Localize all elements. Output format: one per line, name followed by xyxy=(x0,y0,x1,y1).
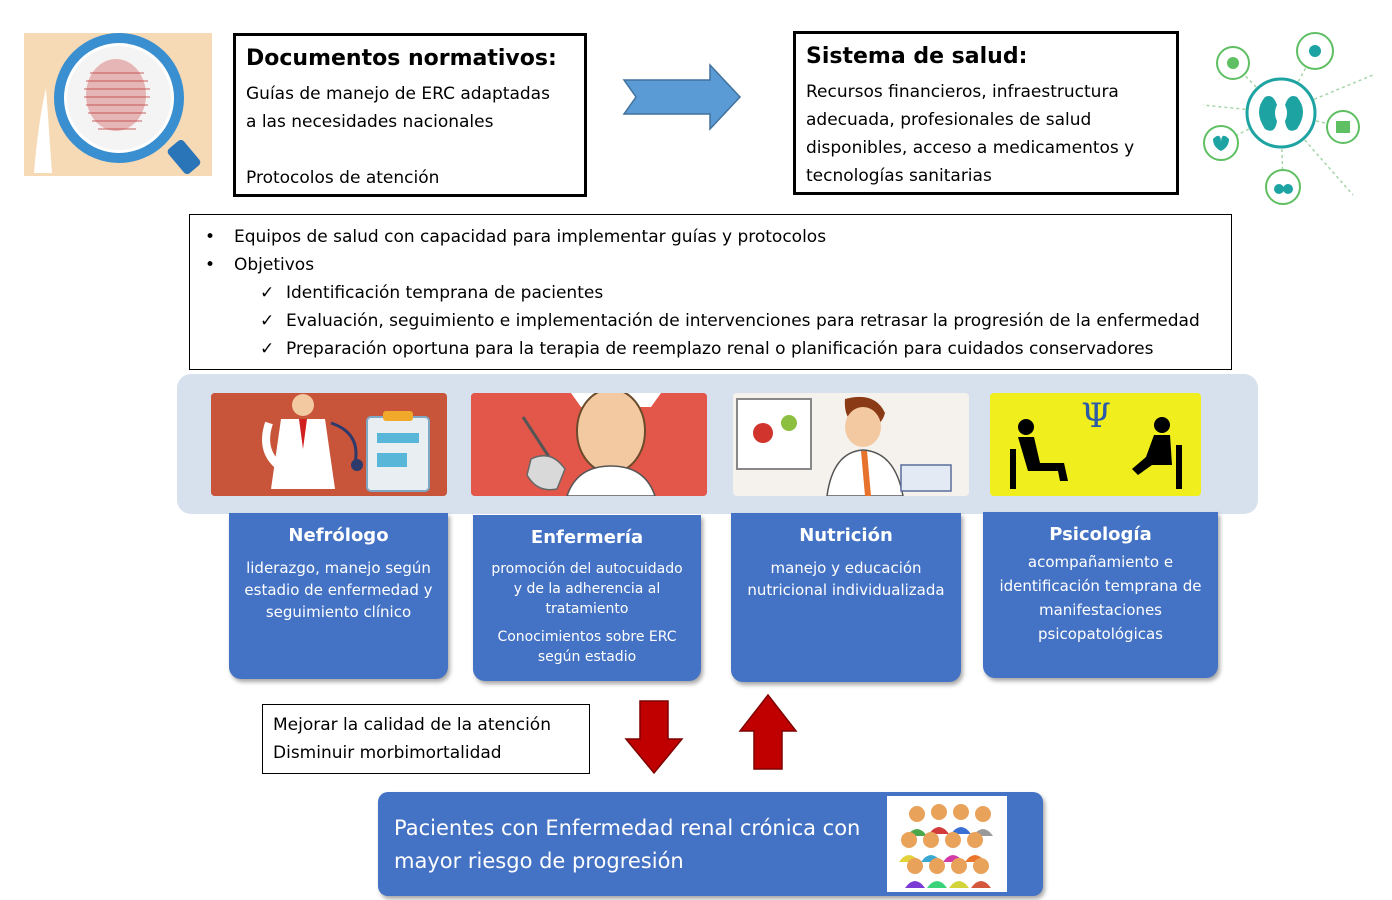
down-arrow-icon xyxy=(624,699,684,775)
bullet-icon: • xyxy=(204,255,216,275)
nutrition-title: Nutrición xyxy=(799,525,893,546)
nephrologist-illustration xyxy=(211,393,447,496)
nutrition-description: manejo y educación nutricional individua… xyxy=(747,559,945,599)
objectives-check-text: Identificación temprana de pacientes xyxy=(286,283,604,303)
quality-outcome-line: Disminuir morbimortalidad xyxy=(273,743,502,763)
objectives-check-text: Evaluación, seguimiento e implementación… xyxy=(286,311,1200,331)
people-group-icon xyxy=(887,796,1007,892)
kidney-network-icon xyxy=(1202,32,1374,205)
health-system-line: adecuada, profesionales de salud xyxy=(806,110,1092,130)
psychology-session-icon: Ψ xyxy=(990,393,1201,496)
checkmark-icon: ✓ xyxy=(260,339,275,359)
nursing-description-extra: Conocimientos sobre ERC según estadio xyxy=(497,629,677,665)
normative-documents-box: Documentos normativos: Guías de manejo d… xyxy=(233,33,587,197)
health-system-title: Sistema de salud: xyxy=(806,44,1028,69)
health-system-box: Sistema de salud: Recursos financieros, … xyxy=(793,31,1179,195)
objectives-bullet-item: • Equipos de salud con capacidad para im… xyxy=(200,223,1221,251)
patients-text: Pacientes con Enfermedad renal crónica c… xyxy=(394,816,861,873)
nurse-icon xyxy=(471,393,707,496)
health-system-line: Recursos financieros, infraestructura xyxy=(806,82,1119,102)
normative-documents-line: Guías de manejo de ERC adaptadas xyxy=(246,84,550,104)
psychology-card: Psicología acompañamiento e identificaci… xyxy=(983,512,1218,678)
objectives-check-text: Preparación oportuna para la terapia de … xyxy=(286,339,1154,359)
nutritionist-illustration xyxy=(733,393,969,496)
magnifier-icon xyxy=(24,33,212,176)
health-system-line: disponibles, acceso a medicamentos y xyxy=(806,138,1135,158)
bullet-icon: • xyxy=(204,227,216,247)
quality-outcomes-box: Mejorar la calidad de la atención Dismin… xyxy=(262,704,590,774)
normative-documents-spacer xyxy=(246,136,574,164)
objectives-check-item: ✓ Preparación oportuna para la terapia d… xyxy=(200,335,1221,363)
psychologist-illustration: Ψ xyxy=(990,393,1201,496)
psi-icon: Ψ xyxy=(1081,396,1111,436)
psychology-title: Psicología xyxy=(1049,524,1152,545)
quality-outcome-line: Mejorar la calidad de la atención xyxy=(273,715,551,735)
doctor-icon xyxy=(211,393,447,496)
normative-documents-line: Protocolos de atención xyxy=(246,168,440,188)
nephrologist-card: Nefrólogo liderazgo, manejo según estadi… xyxy=(229,513,448,679)
health-system-line: tecnologías sanitarias xyxy=(806,166,992,186)
right-arrow-icon xyxy=(622,63,742,131)
checkmark-icon: ✓ xyxy=(260,311,275,331)
checkmark-icon: ✓ xyxy=(260,283,275,303)
up-arrow-icon xyxy=(738,693,798,771)
patients-group-illustration xyxy=(887,796,1007,892)
nurse-illustration xyxy=(471,393,707,496)
nutrition-card: Nutrición manejo y educación nutricional… xyxy=(731,513,961,682)
objectives-bullet-item: • Objetivos xyxy=(200,251,1221,279)
nephrologist-title: Nefrólogo xyxy=(288,525,389,546)
nephrologist-description: liderazgo, manejo según estadio de enfer… xyxy=(244,559,433,621)
nursing-card: Enfermería promoción del autocuidado y d… xyxy=(473,515,701,681)
objectives-check-item: ✓ Evaluación, seguimiento e implementaci… xyxy=(200,307,1221,335)
normative-documents-title: Documentos normativos: xyxy=(246,46,557,71)
health-network-illustration xyxy=(1193,5,1383,213)
objectives-box: • Equipos de salud con capacidad para im… xyxy=(189,214,1232,370)
nutritionist-icon xyxy=(733,393,969,496)
nursing-title: Enfermería xyxy=(530,527,644,548)
psychology-description: acompañamiento e identificación temprana… xyxy=(999,553,1202,643)
normative-documents-line: a las necesidades nacionales xyxy=(246,112,494,132)
objectives-bullet-text: Equipos de salud con capacidad para impl… xyxy=(234,227,827,247)
nursing-description: promoción del autocuidado y de la adhere… xyxy=(491,561,683,617)
objectives-check-item: ✓ Identificación temprana de pacientes xyxy=(200,279,1221,307)
objectives-bullet-text: Objetivos xyxy=(234,255,315,275)
magnifier-illustration xyxy=(24,33,212,176)
